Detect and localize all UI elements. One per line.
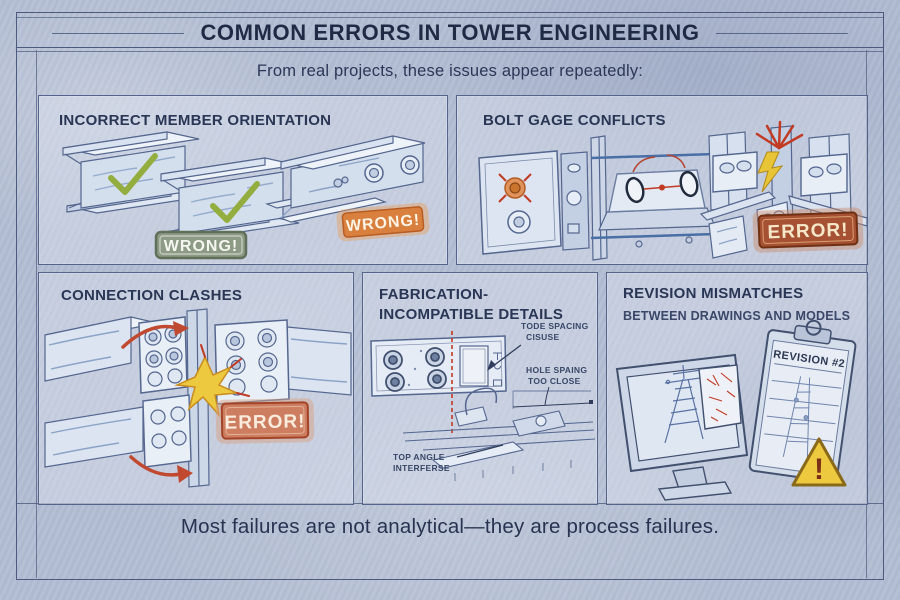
rotation-arrow-top [121,321,189,349]
clash-connection-sketch [44,308,352,488]
badge-wrong-green-label: WRONG! [164,238,238,255]
annotation-leader [456,444,504,458]
panel-revision-mismatches: REVISION MISMATCHES BETWEEN DRAWINGS AND… [606,272,868,505]
bolts [225,328,278,396]
fabrication-details-illustration: TODE SPACING CISUSE HOLE SPAING TOO CLOS… [370,321,596,481]
connection-clashes-illustration: ERROR! [44,308,352,488]
footer-caption: Most failures are not analytical—they ar… [180,515,720,538]
warning-triangle-icon: ! [791,437,847,487]
clash-burst-icon [755,120,804,150]
panel-title: CONNECTION CLASHES [61,287,243,304]
bolted-plate-sketch [478,135,608,261]
badge-error-brick-label: ERROR! [767,220,849,244]
panel-title: REVISION MISMATCHES [623,285,804,302]
frame-top-inner-line [16,17,884,18]
clipboard-sketch: REVISION #2 [748,319,857,483]
red-markups [706,372,736,422]
annotation-leader [512,386,593,408]
badge-error-brick: ERROR! [752,207,864,253]
check-icon [210,181,260,223]
panel-title-line2: INCOMPATIBLE DETAILS [379,306,564,324]
panel-connection-clashes: CONNECTION CLASHES [38,272,354,505]
bolts [150,406,187,449]
seat-angle-sketch [402,387,596,481]
badge-error-salmon: ERROR! [215,398,315,444]
title-right-rule [715,32,849,34]
annotations: TODE SPACING CISUSE HOLE SPAING TOO CLOS… [393,321,593,473]
panel-subtitle: BETWEEN DRAWINGS AND MODELS [623,309,851,323]
badge-wrong-green: WRONG! [154,230,248,260]
bolt-gage-illustration: ERROR! [478,120,867,261]
panel-incorrect-member-orientation: INCORRECT MEMBER ORIENTATION [38,95,448,265]
check-icon [108,153,158,195]
note-hole-line2: TOO CLOSE [528,376,581,386]
header: COMMON ERRORS IN TOWER ENGINEERING [52,20,849,46]
note-hole-line1: HOLE SPAING [526,365,587,375]
lightning-icon [757,151,784,193]
page-title: COMMON ERRORS IN TOWER ENGINEERING [200,20,700,45]
revision-mismatch-illustration: REVISION #2 ! [615,319,857,501]
bolts [333,155,420,188]
panel-title-line1: FABRICATION- [379,286,489,303]
monitor-sketch [615,353,749,501]
badge-error-salmon-label: ERROR! [224,411,305,433]
note-edge-line1: TODE SPACING [521,321,589,331]
splice-plate-sketch [370,331,507,435]
panel-title: INCORRECT MEMBER ORIENTATION [59,112,332,129]
clipboard-drawing [764,376,842,459]
panel-title: FABRICATION- INCOMPATIBLE DETAILS [379,285,563,326]
panel-title: BOLT GAGE CONFLICTS [483,112,666,129]
ibeam-correct-1 [62,131,202,214]
title-left-rule [52,32,185,34]
header-separator-line [16,47,884,52]
warning-exclamation: ! [814,453,824,486]
panel-bolt-gage-conflicts: BOLT GAGE CONFLICTS [456,95,868,265]
badge-wrong-orange: WRONG! [336,202,430,242]
page-subtitle: From real projects, these issues appear … [256,62,644,80]
member-orientation-illustration: WRONG! WRONG! [62,131,430,260]
note-angle-line1: TOP ANGLE [393,452,445,462]
note-edge-line2: CISUSE [526,332,559,342]
frame-right-inner-line [866,50,867,578]
rotation-arrow-bottom [129,455,193,483]
panel-fabrication-incompatible-details: FABRICATION- INCOMPATIBLE DETAILS [362,272,598,505]
ibeam-correct-2 [160,157,300,240]
caption-separator-line [16,503,884,504]
annotation-arrow [487,344,522,371]
gage-diagram-sketch [590,152,716,248]
ibeam-wrong-rotated [264,135,426,223]
badge-wrong-orange-label: WRONG! [345,212,421,235]
bolts [383,347,447,392]
frame-left-inner-line [36,50,37,578]
note-angle-line2: INTERFERSE [393,463,450,473]
